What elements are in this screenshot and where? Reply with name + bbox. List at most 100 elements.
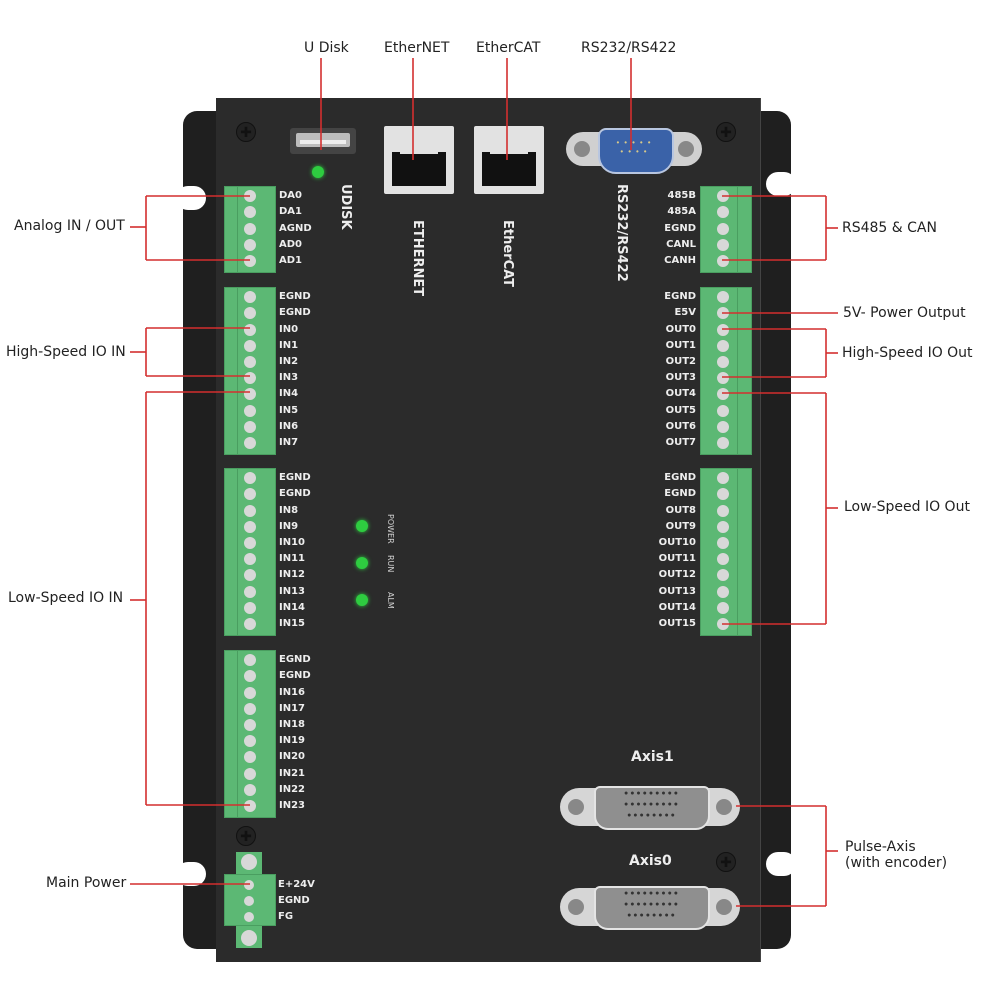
axis1-label: Axis1 [631, 749, 674, 765]
terminal-screw-icon[interactable] [244, 912, 254, 922]
terminal-screw-icon[interactable] [717, 355, 729, 368]
terminal-screw-icon[interactable] [244, 238, 256, 251]
terminal-screw-icon[interactable] [244, 654, 256, 667]
terminal-screw-icon[interactable] [244, 896, 254, 906]
terminal-screw-icon[interactable] [244, 686, 256, 699]
terminal-pin-label: DA1 [279, 206, 302, 218]
db9-shell: ••••• •••• [598, 128, 674, 174]
terminal-screw-icon[interactable] [244, 702, 256, 715]
terminal-screw-icon[interactable] [244, 601, 256, 614]
terminal-pin-label: FG [278, 911, 294, 922]
mounting-slot-right-bottom [766, 852, 796, 876]
terminal-screw-icon[interactable] [244, 553, 256, 566]
ethercat-port[interactable] [474, 126, 544, 194]
terminal-screw-icon[interactable] [244, 520, 256, 533]
terminal-screw-icon[interactable] [244, 569, 256, 582]
callout-pulse-axis-encoder: (with encoder) [845, 855, 948, 871]
usb-port[interactable] [290, 128, 356, 154]
terminal-screw-icon[interactable] [717, 420, 729, 433]
terminal-screw-icon[interactable] [244, 751, 256, 764]
terminal-screw-icon[interactable] [244, 718, 256, 731]
terminal-screw-icon[interactable] [244, 222, 256, 235]
terminal-screw-icon[interactable] [717, 238, 729, 251]
rs232-db9-port[interactable]: ••••• •••• [566, 128, 702, 174]
terminal-screw-icon[interactable] [244, 254, 256, 267]
terminal-screw-icon[interactable] [244, 323, 256, 336]
callout-main-power: Main Power [46, 875, 127, 891]
terminal-pin-label: OUT4 [665, 388, 696, 400]
terminal-screw-icon[interactable] [244, 767, 256, 780]
terminal-screw-icon[interactable] [717, 520, 729, 533]
terminal-screw-icon[interactable] [244, 880, 254, 890]
terminal-screw-icon[interactable] [717, 254, 729, 267]
axis0-db26-port[interactable]: ●●●●●●●●●●●●●●●●●●●●●●●●●● [560, 886, 740, 930]
callout-udisk: U Disk [304, 40, 349, 56]
terminal-pin-label: CANL [666, 238, 696, 250]
terminal-screw-icon[interactable] [717, 436, 729, 449]
terminal-screw-icon[interactable] [244, 617, 256, 630]
terminal-screw-icon[interactable] [244, 536, 256, 549]
terminal-screw-icon[interactable] [244, 307, 256, 320]
terminal-screw-icon[interactable] [244, 472, 256, 485]
callout-pulse-axis: Pulse-Axis [845, 839, 916, 855]
terminal-pin-label: IN16 [279, 686, 306, 698]
terminal-screw-icon[interactable] [717, 388, 729, 401]
terminal-screw-icon[interactable] [717, 291, 729, 304]
udisk-port-label: UDISK [338, 184, 353, 230]
terminal-screw-icon[interactable] [244, 783, 256, 796]
terminal-screw-icon[interactable] [717, 488, 729, 501]
axis1-db26-port[interactable]: ●●●●●●●●●●●●●●●●●●●●●●●●●● [560, 786, 740, 830]
terminal-pin-label: OUT12 [658, 569, 696, 581]
axis0-label: Axis0 [629, 853, 672, 869]
terminal-screw-icon[interactable] [244, 291, 256, 304]
led-alm-label: ALM [386, 592, 395, 609]
terminal-screw-icon[interactable] [717, 601, 729, 614]
terminal-screw-icon[interactable] [244, 585, 256, 598]
terminal-screw-icon[interactable] [244, 339, 256, 352]
panel-screw-icon: ✚ [236, 826, 256, 846]
terminal-screw-icon[interactable] [244, 488, 256, 501]
terminal-screw-icon[interactable] [717, 569, 729, 582]
terminal-screw-icon[interactable] [717, 472, 729, 485]
mounting-screw-icon [241, 930, 257, 946]
terminal-screw-icon[interactable] [717, 206, 729, 219]
terminal-pin-label: OUT10 [658, 536, 696, 548]
terminal-pin-label: EGND [664, 488, 696, 500]
terminal-pin-label: IN15 [279, 617, 306, 629]
ethernet-port[interactable] [384, 126, 454, 194]
terminal-screw-icon[interactable] [717, 536, 729, 549]
terminal-screw-icon[interactable] [244, 372, 256, 385]
terminal-screw-icon[interactable] [717, 553, 729, 566]
terminal-pin-label: IN14 [279, 601, 306, 613]
terminal-screw-icon[interactable] [717, 504, 729, 517]
terminal-pin-label: OUT9 [665, 520, 696, 532]
callout-low-speed-out: Low-Speed IO Out [844, 499, 970, 515]
terminal-screw-icon[interactable] [244, 420, 256, 433]
terminal-pin-label: IN4 [279, 388, 299, 400]
terminal-screw-icon[interactable] [717, 372, 729, 385]
terminal-screw-icon[interactable] [244, 670, 256, 683]
terminal-pin-label: IN3 [279, 372, 299, 384]
terminal-screw-icon[interactable] [244, 206, 256, 219]
terminal-pin-label: EGND [279, 291, 311, 303]
terminal-screw-icon[interactable] [717, 222, 729, 235]
terminal-pin-label: OUT3 [665, 372, 696, 384]
terminal-pin-label: OUT1 [665, 339, 696, 351]
terminal-screw-icon[interactable] [244, 404, 256, 417]
ethernet-port-label: ETHERNET [410, 220, 425, 297]
terminal-pin-label: OUT15 [658, 617, 696, 629]
terminal-pin-label: IN8 [279, 504, 299, 516]
terminal-screw-icon[interactable] [244, 504, 256, 517]
panel-screw-icon: ✚ [236, 122, 256, 142]
terminal-screw-icon[interactable] [244, 799, 256, 812]
terminal-screw-icon[interactable] [244, 735, 256, 748]
terminal-pin-label: EGND [279, 654, 311, 666]
terminal-screw-icon[interactable] [717, 339, 729, 352]
terminal-screw-icon[interactable] [244, 355, 256, 368]
mounting-slot-right-top [766, 172, 796, 196]
terminal-screw-icon[interactable] [717, 585, 729, 598]
terminal-pin-label: IN0 [279, 323, 299, 335]
terminal-screw-icon[interactable] [717, 404, 729, 417]
terminal-screw-icon[interactable] [244, 436, 256, 449]
terminal-pin-label: EGND [279, 488, 311, 500]
